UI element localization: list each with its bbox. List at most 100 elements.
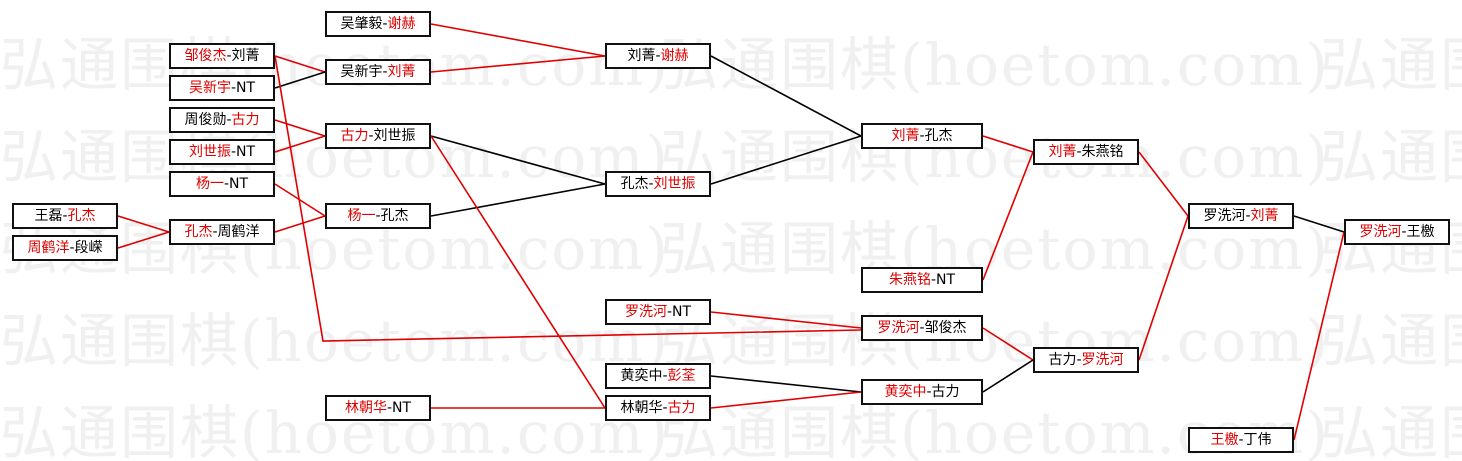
bracket-connector bbox=[710, 135, 862, 185]
match-box: 刘世振-NT bbox=[169, 139, 275, 165]
player-two-name: 朱燕铭 bbox=[1081, 144, 1124, 160]
player-two-name: 刘菁 bbox=[1250, 208, 1279, 224]
match-separator: - bbox=[382, 64, 388, 80]
match-box: 周鹤洋-段嵘 bbox=[12, 235, 118, 261]
match-separator: - bbox=[230, 144, 237, 160]
player-one-name: 古力 bbox=[340, 128, 369, 144]
bracket-connector bbox=[274, 119, 326, 137]
match-separator: - bbox=[62, 208, 68, 224]
match-separator: - bbox=[226, 48, 232, 64]
player-two-name: 罗洗河 bbox=[1081, 352, 1124, 368]
match-box: 朱燕铭-NT bbox=[861, 267, 983, 293]
match-separator: - bbox=[69, 240, 75, 256]
player-two-name: 古力 bbox=[667, 400, 696, 416]
player-one-name: 孔杰 bbox=[184, 224, 213, 240]
player-one-name: 吴肇毅 bbox=[340, 16, 383, 32]
match-separator: - bbox=[666, 304, 673, 320]
match-separator: - bbox=[223, 176, 230, 192]
bracket-connector bbox=[430, 183, 606, 217]
match-box: 刘菁-谢赫 bbox=[605, 43, 711, 69]
match-box: 林朝华-古力 bbox=[605, 395, 711, 421]
player-one-name: 刘菁 bbox=[1048, 144, 1077, 160]
match-box: 刘菁-朱燕铭 bbox=[1033, 139, 1139, 165]
match-separator: - bbox=[382, 16, 388, 32]
bracket-connector bbox=[710, 391, 862, 409]
bracket-connector bbox=[710, 55, 862, 137]
bracket-connector bbox=[982, 151, 1034, 281]
match-separator: - bbox=[226, 112, 232, 128]
player-one-name: 罗洗河 bbox=[877, 320, 920, 336]
bracket-connector bbox=[982, 135, 1034, 153]
match-box: 黄奕中-古力 bbox=[861, 379, 983, 405]
bracket-connector bbox=[430, 23, 606, 57]
player-two-name: 孔杰 bbox=[924, 128, 953, 144]
match-separator: - bbox=[1245, 208, 1251, 224]
player-one-name: 黄奕中 bbox=[620, 368, 663, 384]
match-separator: - bbox=[930, 272, 937, 288]
player-two-name: 王檄 bbox=[1406, 224, 1435, 240]
player-two-name: 刘世振 bbox=[653, 176, 696, 192]
player-two-name: 古力 bbox=[931, 384, 960, 400]
bracket-connector bbox=[1138, 215, 1189, 361]
match-separator: - bbox=[926, 384, 932, 400]
match-separator: - bbox=[1238, 432, 1244, 448]
bracket-connector bbox=[274, 55, 326, 73]
player-two-name: NT bbox=[229, 176, 249, 192]
match-box: 吴新宇-NT bbox=[169, 75, 275, 101]
player-one-name: 吴新宇 bbox=[340, 64, 383, 80]
match-separator: - bbox=[1076, 352, 1082, 368]
bracket-connector bbox=[274, 135, 326, 153]
player-one-name: 古力 bbox=[1048, 352, 1077, 368]
player-one-name: 王磊 bbox=[34, 208, 63, 224]
match-separator: - bbox=[662, 368, 668, 384]
bracket-connector bbox=[982, 359, 1034, 393]
match-separator: - bbox=[1076, 144, 1082, 160]
match-box: 罗洗河-邹俊杰 bbox=[861, 315, 983, 341]
player-one-name: 罗洗河 bbox=[624, 304, 667, 320]
match-separator: - bbox=[662, 400, 668, 416]
player-two-name: NT bbox=[236, 144, 256, 160]
player-one-name: 刘菁 bbox=[891, 128, 920, 144]
player-one-name: 周鹤洋 bbox=[27, 240, 70, 256]
player-one-name: 周俊勋 bbox=[184, 112, 227, 128]
player-two-name: 谢赫 bbox=[387, 16, 416, 32]
match-separator: - bbox=[648, 176, 654, 192]
player-one-name: 孔杰 bbox=[620, 176, 649, 192]
player-one-name: 朱燕铭 bbox=[888, 272, 931, 288]
match-separator: - bbox=[919, 320, 925, 336]
match-separator: - bbox=[368, 128, 374, 144]
match-box: 罗洗河-王檄 bbox=[1344, 219, 1450, 245]
match-separator: - bbox=[375, 208, 381, 224]
match-separator: - bbox=[212, 224, 218, 240]
player-two-name: 段嵘 bbox=[74, 240, 103, 256]
player-two-name: NT bbox=[936, 272, 956, 288]
player-one-name: 黄奕中 bbox=[884, 384, 927, 400]
player-two-name: NT bbox=[392, 400, 412, 416]
bracket-connector bbox=[982, 327, 1034, 361]
match-box: 孔杰-周鹤洋 bbox=[169, 219, 275, 245]
bracket-connector bbox=[274, 215, 326, 233]
bracket-connector bbox=[1293, 215, 1345, 233]
bracket-connector bbox=[274, 71, 326, 89]
player-one-name: 罗洗河 bbox=[1203, 208, 1246, 224]
player-one-name: 邹俊杰 bbox=[184, 48, 227, 64]
player-one-name: 杨一 bbox=[195, 176, 224, 192]
player-one-name: 林朝华 bbox=[620, 400, 663, 416]
match-box: 吴新宇-刘菁 bbox=[325, 59, 431, 85]
match-box: 黄奕中-彭荃 bbox=[605, 363, 711, 389]
match-separator: - bbox=[1401, 224, 1407, 240]
player-two-name: 邹俊杰 bbox=[924, 320, 967, 336]
player-one-name: 王檄 bbox=[1210, 432, 1239, 448]
player-one-name: 杨一 bbox=[347, 208, 376, 224]
match-box: 罗洗河-刘菁 bbox=[1188, 203, 1294, 229]
player-two-name: 刘菁 bbox=[387, 64, 416, 80]
bracket-connector bbox=[274, 55, 862, 342]
player-two-name: 孔杰 bbox=[67, 208, 96, 224]
bracket-connector bbox=[117, 215, 170, 233]
player-two-name: 丁伟 bbox=[1243, 432, 1272, 448]
bracket-connector bbox=[710, 375, 862, 393]
match-box: 孔杰-刘世振 bbox=[605, 171, 711, 197]
bracket-connector bbox=[430, 55, 606, 73]
